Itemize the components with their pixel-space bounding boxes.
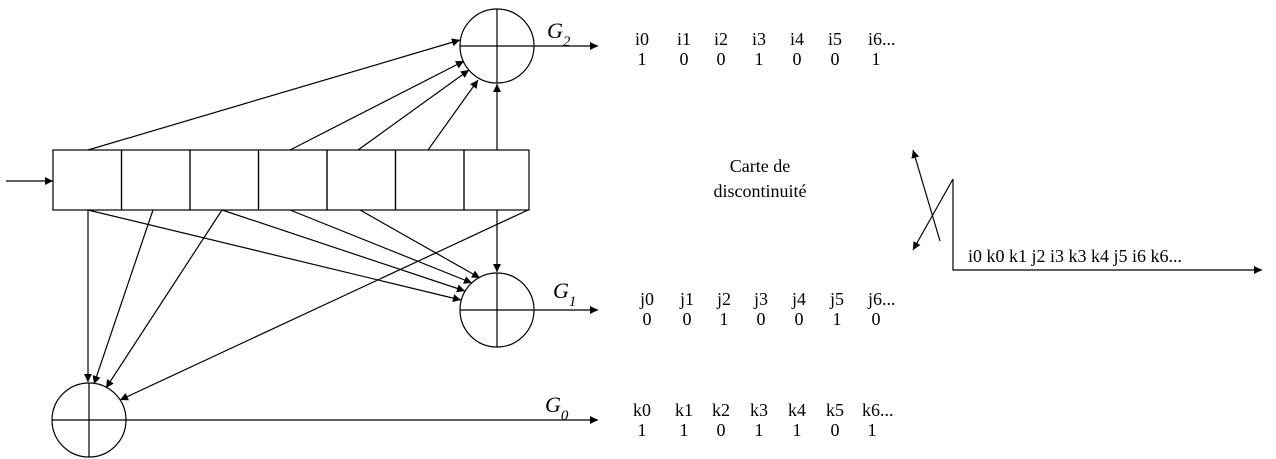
multiplexed-output-sequence: i0 k0 k1 j2 i3 k3 k4 j5 i6 k6...	[968, 246, 1182, 266]
seq-k-bit-2: 0	[717, 420, 726, 440]
seq-j-label-2: j2	[716, 289, 731, 309]
seq-j-label-5: j5	[829, 289, 844, 309]
seq-k-bit-3: 1	[755, 420, 764, 440]
xor-adder-g1	[459, 272, 535, 348]
seq-j-label-6: j6...	[867, 289, 896, 309]
multiplexer-switch-icon	[911, 149, 954, 251]
register-cell-3	[189, 149, 260, 211]
seq-j-bit-1: 0	[683, 309, 692, 329]
g2-taps	[87, 38, 501, 151]
seq-j-label-3: j3	[753, 289, 768, 309]
seq-k-bit-0: 1	[638, 420, 647, 440]
seq-i-label-4: i4	[790, 29, 804, 49]
register-cell-5	[326, 149, 397, 211]
seq-j-bit-0: 0	[643, 309, 652, 329]
seq-i-bit-2: 0	[717, 49, 726, 69]
register-cell-6	[394, 149, 465, 211]
xor-adder-g2	[459, 8, 535, 84]
seq-i-bit-3: 1	[755, 49, 764, 69]
seq-j-bit-6: 0	[872, 309, 881, 329]
seq-i-bit-5: 0	[831, 49, 840, 69]
seq-i-label-0: i0	[635, 29, 649, 49]
seq-i-bit-4: 0	[793, 49, 802, 69]
seq-i-label-6: i6...	[868, 29, 896, 49]
seq-k-label-1: k1	[675, 400, 693, 420]
seq-k-bit-6: 1	[868, 420, 877, 440]
register-cell-4	[257, 149, 328, 211]
seq-k-label-2: k2	[712, 400, 730, 420]
discontinuity-map-caption-line2: discontinuité	[714, 181, 807, 201]
seq-j-label-4: j4	[791, 289, 806, 309]
discontinuity-map-caption-line1: Carte de	[730, 156, 790, 176]
seq-j-label-0: j0	[639, 289, 654, 309]
seq-k-label-3: k3	[750, 400, 768, 420]
register-cell-2	[120, 149, 191, 211]
seq-j-label-1: j1	[679, 289, 694, 309]
seq-j-bit-2: 1	[720, 309, 729, 329]
seq-i-bit-0: 1	[638, 49, 647, 69]
seq-j-bit-5: 1	[833, 309, 842, 329]
sequence-i: i0 i1 i2 i3 i4 i5 i6... 1 0 0 1 0 0 1	[635, 29, 896, 69]
g2-label: G2	[547, 18, 571, 50]
g1-taps	[87, 209, 501, 303]
seq-i-label-2: i2	[714, 29, 728, 49]
seq-i-label-3: i3	[752, 29, 766, 49]
g1-label: G1	[553, 278, 576, 310]
seq-k-bit-4: 1	[793, 420, 802, 440]
output-arrow	[952, 179, 1262, 274]
xor-adder-g0	[51, 382, 127, 458]
seq-k-label-6: k6...	[862, 400, 894, 420]
sequence-j: j0 j1 j2 j3 j4 j5 j6... 0 0 1 0 0 1 0	[639, 289, 896, 329]
seq-i-bit-6: 1	[872, 49, 881, 69]
seq-j-bit-4: 0	[795, 309, 804, 329]
seq-i-bit-1: 0	[680, 49, 689, 69]
seq-k-label-5: k5	[826, 400, 844, 420]
register-cell-7	[463, 149, 530, 211]
shift-register	[52, 149, 530, 211]
register-cell-1	[52, 149, 123, 211]
seq-k-bit-1: 1	[680, 420, 689, 440]
seq-k-label-0: k0	[633, 400, 651, 420]
seq-k-bit-5: 0	[831, 420, 840, 440]
seq-i-label-1: i1	[677, 29, 691, 49]
seq-j-bit-3: 0	[757, 309, 766, 329]
g0-label: G0	[545, 392, 569, 424]
g0-taps	[84, 209, 529, 401]
seq-i-label-5: i5	[828, 29, 842, 49]
sequence-k: k0 k1 k2 k3 k4 k5 k6... 1 1 0 1 1 0 1	[633, 400, 894, 440]
seq-k-label-4: k4	[788, 400, 806, 420]
